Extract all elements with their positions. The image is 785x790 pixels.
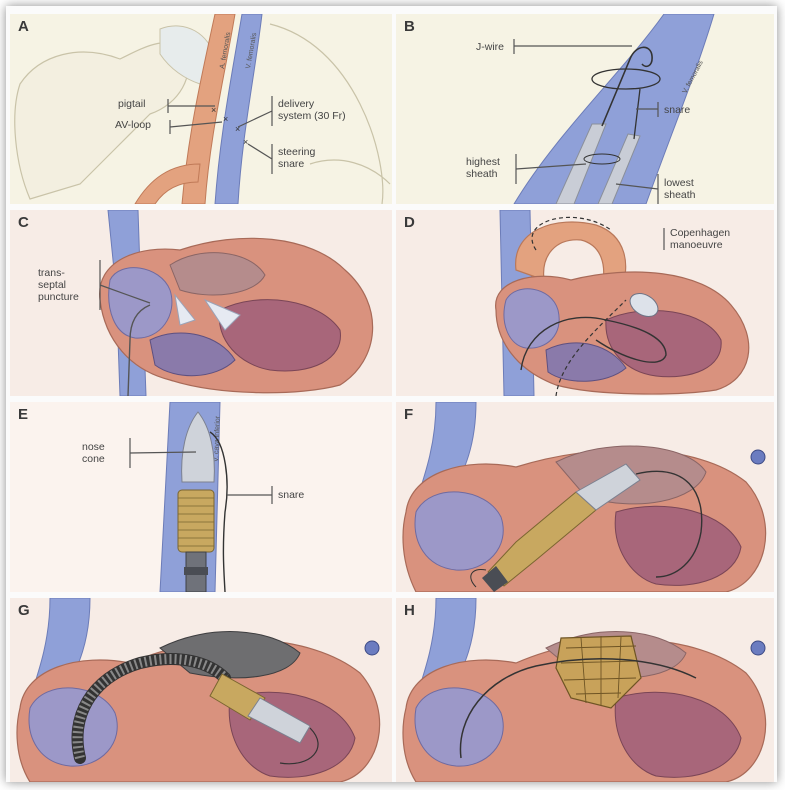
nose-cone-callout: nose cone [82,441,105,465]
panel-a: A. femoralis V. femoralis × × × × A pigt… [10,14,392,204]
figure-frame: A. femoralis V. femoralis × × × × A pigt… [6,6,777,782]
lowest-sheath-callout: lowest sheath [664,177,696,201]
panel-d: D Copenhagen manoeuvre [396,210,774,396]
panel-b-label: B [404,18,415,35]
panel-e-illustration: V. cava inferior [10,402,392,592]
av-loop-callout: AV-loop [115,119,151,131]
panel-g: G [10,598,392,782]
panel-e-label: E [18,406,28,423]
panel-e: V. cava inferior E nose cone snare [10,402,392,592]
steering-snare-callout: steering snare [278,146,315,170]
panel-c-heart-illustration [10,210,392,396]
panel-f-label: F [404,406,413,423]
delivery-marker: × [235,124,240,134]
panel-b-illustration: V. femoralis [396,14,774,204]
snare-callout: snare [278,489,304,501]
transseptal-puncture-callout: trans- septal puncture [38,267,79,303]
panel-f-heart-illustration [396,402,774,592]
j-wire-callout: J-wire [476,41,504,53]
avloop-marker: × [223,114,228,124]
pigtail-callout: pigtail [118,98,145,110]
panel-b: V. femoralis B J-wire snare highest shea… [396,14,774,204]
panel-h: H [396,598,774,782]
panel-d-label: D [404,214,415,231]
panel-g-label: G [18,602,30,619]
panel-h-heart-illustration [396,598,774,782]
copenhagen-manoeuvre-callout: Copenhagen manoeuvre [670,227,730,251]
panel-h-label: H [404,602,415,619]
panel-c: C trans- septal puncture [10,210,392,396]
delivery-system-callout: delivery system (30 Fr) [278,98,346,122]
panel-f: F [396,402,774,592]
highest-sheath-callout: highest sheath [466,156,500,180]
panel-c-label: C [18,214,29,231]
panel-a-label: A [18,18,29,35]
snare-callout: snare [664,104,690,116]
steering-marker: × [243,137,248,147]
panel-g-heart-illustration [10,598,392,782]
